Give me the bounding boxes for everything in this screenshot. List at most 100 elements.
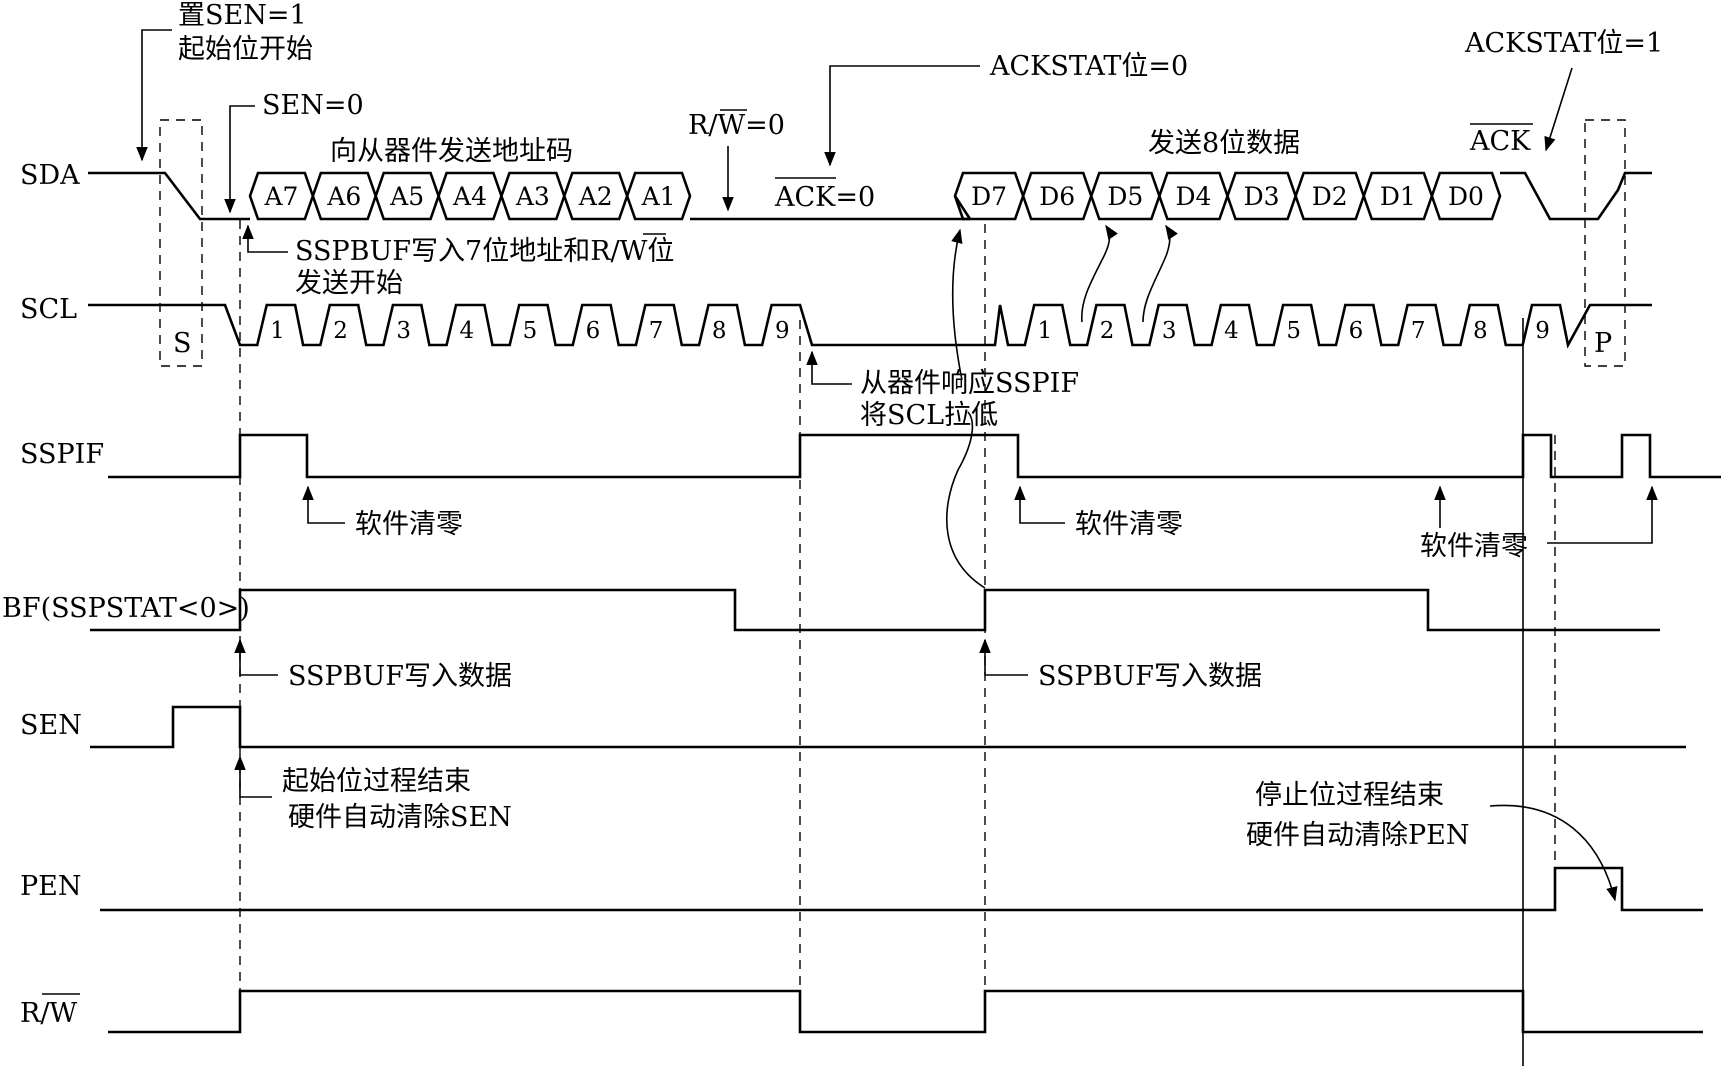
arrow-sspbuf-data-2: [979, 638, 1028, 676]
data-bit-label: D4: [1175, 182, 1211, 211]
data-bit-label: D2: [1312, 182, 1348, 211]
address-bit-label: A3: [515, 182, 550, 211]
arrow-sspbuf-data-1: [234, 638, 278, 676]
arrow-ackstat-1: [1544, 67, 1573, 152]
arrow-sw-clear-1: [302, 485, 345, 524]
signal-label-rw: R/W: [20, 998, 77, 1029]
data-bit-label: D5: [1107, 182, 1143, 211]
note-ack-zero: ACK=0: [774, 182, 875, 213]
data-bit-label: D1: [1380, 182, 1416, 211]
scl-clock-number: 4: [459, 318, 474, 344]
arrow-curve-d7: [951, 228, 963, 381]
note-hw-clear-pen: 硬件自动清除PEN: [1246, 820, 1470, 851]
note-slave-respond: 从器件响应SSPIF: [860, 368, 1079, 399]
address-bit-cell: [625, 171, 692, 221]
signal-label-sda: SDA: [20, 160, 80, 191]
arrow-stop-end: [1489, 804, 1618, 902]
note-start-end: 起始位过程结束: [282, 766, 471, 797]
start-marker: S: [173, 328, 192, 359]
scl-waveform: [88, 303, 1652, 349]
stop-condition-box: [1584, 119, 1626, 367]
sda-start-segment: [88, 171, 250, 221]
note-send-address: 向从器件发送地址码: [330, 136, 573, 167]
address-bits: A7 A6 A5 A4 A3 A2 A1: [248, 171, 692, 221]
scl-clock-number: 3: [396, 318, 411, 344]
note-sspbuf-write-addr: SSPBUF写入7位地址和R/W位: [295, 236, 674, 267]
scl-clock-number: 6: [586, 318, 601, 344]
note-rw-zero: R/W=0: [688, 110, 785, 141]
note-sw-clear-2: 软件清零: [1075, 509, 1183, 540]
scl-clock-number: 8: [712, 318, 727, 344]
address-bit-label: A6: [326, 182, 361, 211]
arrow-start-end: [234, 755, 272, 798]
address-bit-label: A4: [452, 182, 487, 211]
sda-data-entry: [953, 195, 972, 220]
arrow-sw-clear-2: [1014, 485, 1065, 524]
data-bit-label: D0: [1448, 182, 1484, 211]
rw-waveform: [108, 989, 1703, 1034]
signal-label-bf: BF(SSPSTAT<0>): [2, 593, 250, 624]
note-stop-end: 停止位过程结束: [1255, 780, 1444, 811]
signal-label-sspif: SSPIF: [20, 439, 104, 470]
scl-clock-number: 5: [1286, 318, 1301, 344]
sen-waveform: [90, 705, 1686, 749]
sspif-waveform: [108, 433, 1721, 479]
arrow-sen-zero: [224, 105, 255, 214]
signal-label-sen: SEN: [20, 710, 82, 741]
data-bit-label: D7: [971, 182, 1007, 211]
note-sspbuf-write-data-2: SSPBUF写入数据: [1038, 661, 1262, 692]
address-bit-label: A5: [389, 182, 424, 211]
scl-clock-numbers: 1 2 3 4 5 6 7 8 9 1 2 3 4 5 6 7 8 9: [270, 318, 1550, 344]
scl-clock-number: 6: [1349, 318, 1364, 344]
note-start-begin: 起始位开始: [178, 34, 313, 65]
arrow-ackstat-0: [824, 65, 980, 167]
arrow-start-begin: [136, 29, 172, 162]
scl-clock-number: 1: [270, 318, 285, 344]
scl-clock-number: 5: [523, 318, 538, 344]
note-set-sen: 置SEN=1: [178, 0, 307, 31]
arrow-sw-clear-3b: [1547, 485, 1658, 544]
note-ackstat-1: ACKSTAT位=1: [1464, 28, 1663, 59]
scl-clock-number: 9: [775, 318, 790, 344]
bf-waveform: [90, 588, 1660, 632]
note-sw-clear-3: 软件清零: [1420, 531, 1528, 562]
scl-clock-number: 3: [1162, 318, 1177, 344]
scl-clock-number: 2: [1100, 318, 1115, 344]
note-hw-clear-sen: 硬件自动清除SEN: [288, 802, 512, 833]
note-pull-scl-low: 将SCL拉低: [860, 400, 998, 431]
scl-clock-number: 7: [1411, 318, 1426, 344]
note-send-start: 发送开始: [295, 268, 403, 299]
scl-clock-number: 7: [649, 318, 664, 344]
scl-clock-number: 2: [333, 318, 348, 344]
address-bit-label: A7: [263, 182, 298, 211]
curve-bf-sspif: [945, 411, 986, 589]
note-sen-zero: SEN=0: [262, 90, 364, 121]
scl-clock-number: 4: [1224, 318, 1239, 344]
pen-waveform: [100, 866, 1703, 912]
note-sspbuf-write-data-1: SSPBUF写入数据: [288, 661, 512, 692]
data-bit-cell: [1430, 171, 1502, 221]
arrow-slave-respond: [806, 350, 852, 385]
address-bit-label: A2: [578, 182, 613, 211]
arrow-curve-d5: [1081, 224, 1118, 323]
arrow-curve-d4: [1142, 224, 1178, 323]
note-send-8bit: 发送8位数据: [1148, 128, 1300, 159]
sda-stop-segment: [1500, 171, 1652, 221]
scl-clock-number: 8: [1473, 318, 1488, 344]
arrow-send-start: [242, 224, 288, 253]
scl-clock-number: 1: [1037, 318, 1052, 344]
signal-label-scl: SCL: [20, 294, 77, 325]
scl-clock-number: 9: [1535, 318, 1550, 344]
stop-marker: P: [1594, 328, 1612, 359]
start-condition-box: [159, 119, 203, 367]
address-bit-label: A1: [641, 182, 676, 211]
note-ackstat-0: ACKSTAT位=0: [989, 51, 1188, 82]
note-sw-clear-1: 软件清零: [355, 509, 463, 540]
note-ack: ACK: [1469, 126, 1531, 157]
signal-label-pen: PEN: [20, 871, 82, 902]
data-bit-label: D3: [1244, 182, 1280, 211]
